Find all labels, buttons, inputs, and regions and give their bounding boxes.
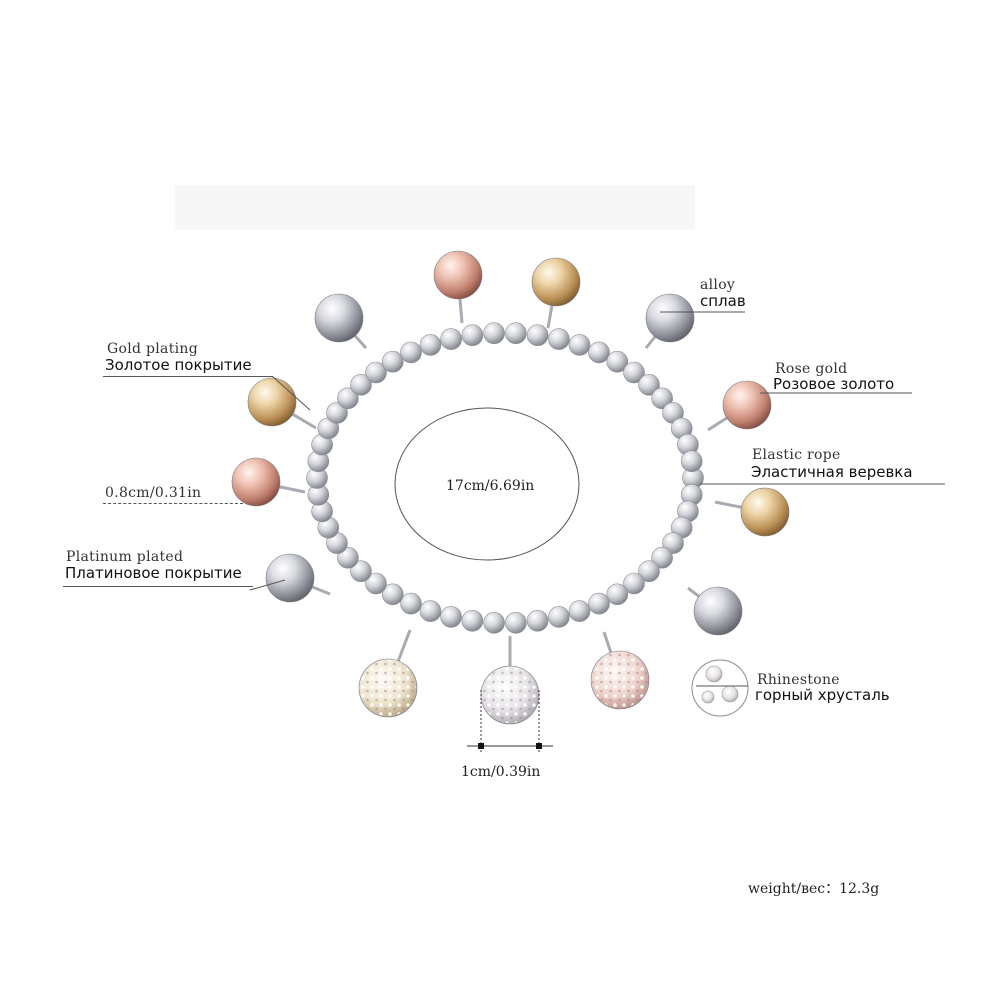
bead bbox=[440, 328, 462, 350]
alloy-label-ru: сплав bbox=[700, 292, 746, 310]
bead bbox=[526, 324, 549, 347]
platinum-label-en: Platinum plated bbox=[66, 549, 184, 565]
bead bbox=[350, 560, 372, 583]
bead bbox=[337, 387, 359, 410]
ball-charm bbox=[314, 293, 364, 343]
bead bbox=[638, 560, 660, 583]
bead bbox=[662, 532, 684, 554]
rhinestone-sparkle bbox=[482, 667, 538, 723]
ball-charm bbox=[693, 586, 743, 636]
ball-charm bbox=[433, 250, 483, 300]
bead bbox=[326, 402, 348, 424]
bead-size-label: 0.8cm/0.31in bbox=[105, 485, 202, 501]
rose-gold-label-en: Rose gold bbox=[775, 361, 848, 377]
weight-label: weight/вес：12.3g bbox=[748, 881, 880, 897]
bead bbox=[588, 592, 610, 615]
bead bbox=[548, 606, 570, 628]
bead bbox=[548, 328, 570, 350]
bead bbox=[623, 361, 645, 384]
bead bbox=[461, 324, 484, 347]
platinum-label-ru: Платиновое покрытие bbox=[65, 564, 242, 582]
bead bbox=[461, 609, 484, 632]
bead bbox=[337, 546, 359, 569]
bead bbox=[526, 609, 549, 632]
diameter-ellipse bbox=[394, 407, 580, 561]
bead bbox=[350, 373, 372, 396]
bead bbox=[505, 322, 527, 345]
gold-plating-label-en: Gold plating bbox=[107, 341, 198, 357]
bead bbox=[606, 350, 629, 373]
bead bbox=[651, 387, 673, 410]
bead bbox=[680, 450, 703, 473]
bead bbox=[483, 611, 505, 634]
background-smudge bbox=[175, 185, 695, 230]
elastic-rope-label-ru: Эластичная веревка bbox=[751, 463, 913, 481]
charm-group bbox=[231, 250, 790, 725]
bead bbox=[483, 322, 505, 345]
ball-charm bbox=[265, 553, 315, 603]
bead bbox=[365, 572, 387, 595]
bead-ring bbox=[306, 322, 704, 634]
charm-size-marker bbox=[467, 690, 553, 752]
rhinestone-sparkle bbox=[360, 660, 416, 716]
bead bbox=[400, 592, 422, 615]
ball-charm bbox=[645, 293, 695, 343]
rose-gold-label-ru: Розовое золото bbox=[773, 375, 895, 393]
bead bbox=[505, 611, 527, 634]
ball-charm bbox=[740, 487, 790, 537]
bead bbox=[440, 606, 462, 628]
bead bbox=[651, 546, 673, 569]
bead bbox=[419, 600, 442, 622]
label-leaders bbox=[249, 311, 945, 687]
platinum-rule bbox=[63, 586, 253, 587]
elastic-rope-label-en: Elastic rope bbox=[752, 447, 841, 463]
bead bbox=[623, 572, 645, 595]
gold-plating-rule bbox=[103, 376, 273, 377]
ball-charm bbox=[722, 380, 772, 430]
bead-size-rule bbox=[103, 503, 243, 504]
bead bbox=[381, 350, 404, 373]
rhinestone-sparkle bbox=[592, 652, 648, 708]
diameter-label: 17cm/6.69in bbox=[446, 478, 535, 494]
ball-charm bbox=[231, 457, 281, 507]
rhinestone-inset bbox=[691, 659, 749, 717]
bead bbox=[588, 341, 610, 364]
charm-size-label: 1cm/0.39in bbox=[461, 764, 541, 780]
bead bbox=[638, 373, 660, 396]
bead bbox=[568, 334, 591, 356]
bead bbox=[419, 334, 442, 356]
bead bbox=[568, 600, 591, 622]
gold-plating-label-ru: Золотое покрытие bbox=[105, 356, 252, 374]
bead bbox=[606, 583, 629, 606]
bead bbox=[381, 583, 404, 606]
ball-charm bbox=[247, 377, 297, 427]
rhinestone-label-en: Rhinestone bbox=[757, 672, 840, 688]
rhinestone-label-ru: горный хрусталь bbox=[755, 686, 890, 704]
bead bbox=[400, 341, 422, 364]
alloy-label-en: alloy bbox=[700, 277, 736, 293]
ball-charm bbox=[531, 257, 581, 307]
bead bbox=[365, 361, 387, 384]
